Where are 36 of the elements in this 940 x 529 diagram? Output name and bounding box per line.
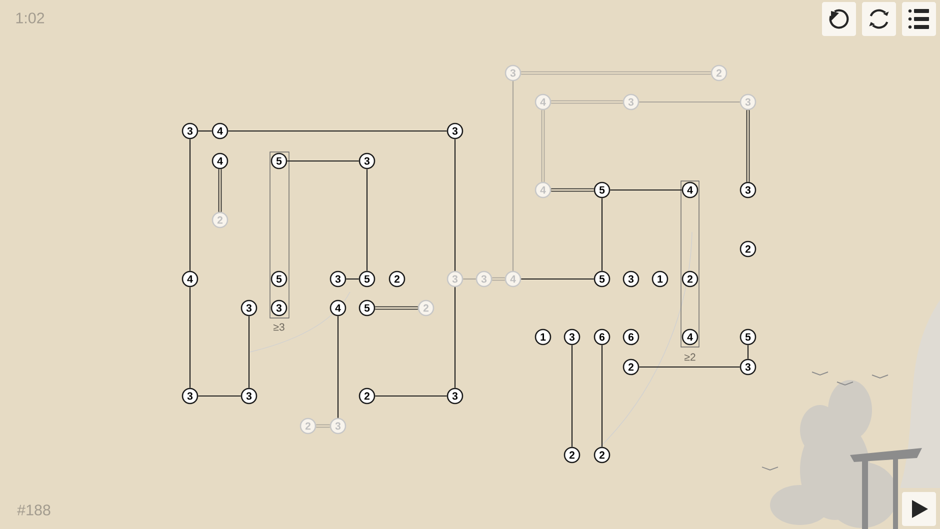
- bridge-line: [189, 287, 191, 388]
- bridge-line: [512, 81, 514, 271]
- timer-text: 1:02: [16, 12, 44, 24]
- bridge-line: [521, 71, 711, 75]
- bridge-line: [287, 160, 359, 162]
- bridge-line: [189, 139, 191, 271]
- bridge-line: [551, 100, 623, 104]
- bridge-line: [601, 198, 603, 271]
- bridge-line: [198, 130, 212, 132]
- bridge-line: [198, 395, 241, 397]
- bridge-line: [551, 188, 594, 192]
- bridge-line: [746, 110, 750, 182]
- bridge-line: [747, 345, 749, 359]
- bridge-line: [521, 278, 594, 280]
- bridge-line: [375, 306, 418, 310]
- bridge-line: [228, 130, 447, 132]
- bridge-line: [639, 366, 740, 368]
- bridge-line: [454, 287, 456, 388]
- bridge-line: [366, 169, 368, 271]
- bridge-line: [375, 395, 447, 397]
- bridge-line: [316, 424, 330, 428]
- bridge-line: [639, 101, 740, 103]
- constraint-label: ≥3: [274, 323, 284, 331]
- bridge-line: [248, 316, 250, 388]
- bridge-line: [571, 345, 573, 447]
- bridge-line: [337, 316, 339, 418]
- puzzle-number: #188: [17, 504, 50, 516]
- bridge-line: [541, 110, 545, 182]
- constraint-label: ≥2: [684, 353, 696, 361]
- bridge-line: [218, 169, 222, 212]
- bridge-line: [492, 277, 505, 281]
- bridge-line: [463, 278, 476, 280]
- bridge-line: [346, 278, 359, 280]
- bridge-line: [610, 189, 682, 191]
- bridge-line: [601, 345, 603, 447]
- bridge-line: [454, 139, 456, 271]
